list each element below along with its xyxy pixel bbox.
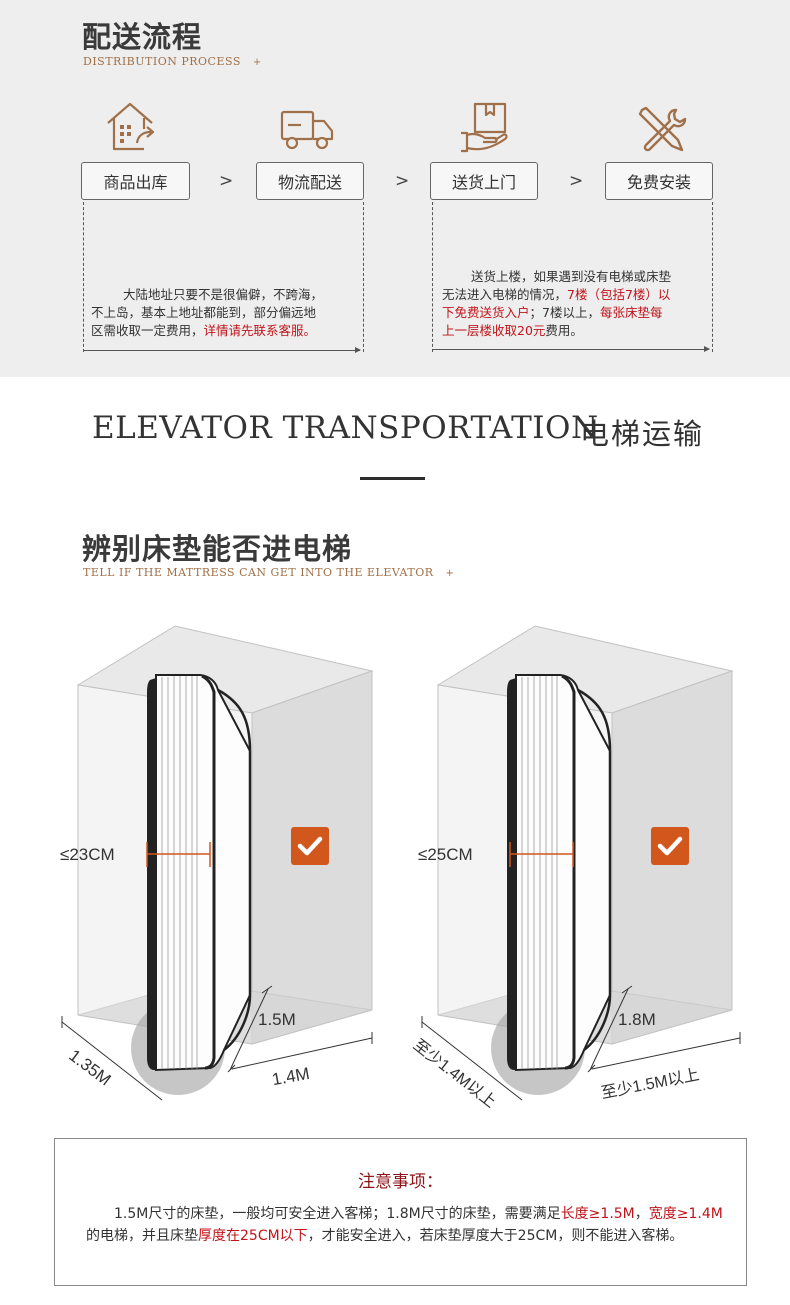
- note-right: 送货上楼，如果遇到没有电梯或床垫 无法进入电梯的情况，7楼（包括7楼）以 下免费…: [442, 269, 672, 338]
- note-bracket-left: [83, 202, 364, 352]
- elevator-diagram-right: ≤25CM 1.8M 至少1.5M以上 至少1.4M以上: [410, 620, 750, 1120]
- tools-icon: [634, 104, 690, 160]
- package-hand-icon: [457, 101, 513, 157]
- notice-title: 注意事项：: [358, 1172, 443, 1192]
- height-label-right: 1.8M: [618, 1010, 656, 1029]
- title-divider: [360, 477, 425, 480]
- notice-box: 注意事项： 1.5M尺寸的床垫，一般均可安全进入客梯；1.8M尺寸的床垫，需要满…: [54, 1138, 747, 1286]
- note-arrow-left: [84, 347, 361, 353]
- check-icon: [651, 827, 689, 865]
- note-bracket-right: [432, 202, 713, 352]
- elevator-subtitle-en: TELL IF THE MATTRESS CAN GET INTO THE EL…: [83, 566, 455, 579]
- elevator-title-en: ELEVATOR TRANSPORTATION: [92, 410, 599, 446]
- step-arrow: >: [569, 171, 584, 191]
- distribution-title: 配送流程: [82, 20, 203, 54]
- step-delivery: 送货上门: [430, 162, 538, 200]
- distribution-subtitle: DISTRIBUTION PROCESS+: [83, 55, 262, 68]
- thickness-label-right: ≤25CM: [418, 845, 473, 864]
- note-arrow-right: [433, 346, 710, 352]
- step-arrow: >: [219, 171, 234, 191]
- step-arrow: >: [395, 171, 410, 191]
- distribution-section: 配送流程 DISTRIBUTION PROCESS+: [0, 0, 790, 377]
- step-installation: 免费安装: [605, 162, 713, 200]
- step-warehouse-out: 商品出库: [81, 162, 190, 200]
- warehouse-icon: [104, 99, 160, 155]
- truck-icon: [279, 101, 335, 157]
- elevator-diagram-left: ≤23CM 1.5M 1.4M 1.35M: [50, 620, 390, 1110]
- note-left: 大陆地址只要不是很偏僻，不跨海， 不上岛，基本上地址都能到，部分偏远地 区需收取…: [91, 287, 324, 338]
- step-logistics: 物流配送: [256, 162, 364, 200]
- elevator-subtitle: 辨别床垫能否进电梯: [82, 532, 353, 566]
- notice-body: 1.5M尺寸的床垫，一般均可安全进入客梯；1.8M尺寸的床垫，需要满足长度≥1.…: [86, 1206, 723, 1244]
- elevator-box-right: [421, 625, 741, 1101]
- height-label-left: 1.5M: [258, 1010, 296, 1029]
- elevator-box-left: [61, 625, 374, 1101]
- thickness-label-left: ≤23CM: [60, 845, 115, 864]
- elevator-title-cn: 电梯运输: [580, 417, 705, 451]
- check-icon: [291, 827, 329, 865]
